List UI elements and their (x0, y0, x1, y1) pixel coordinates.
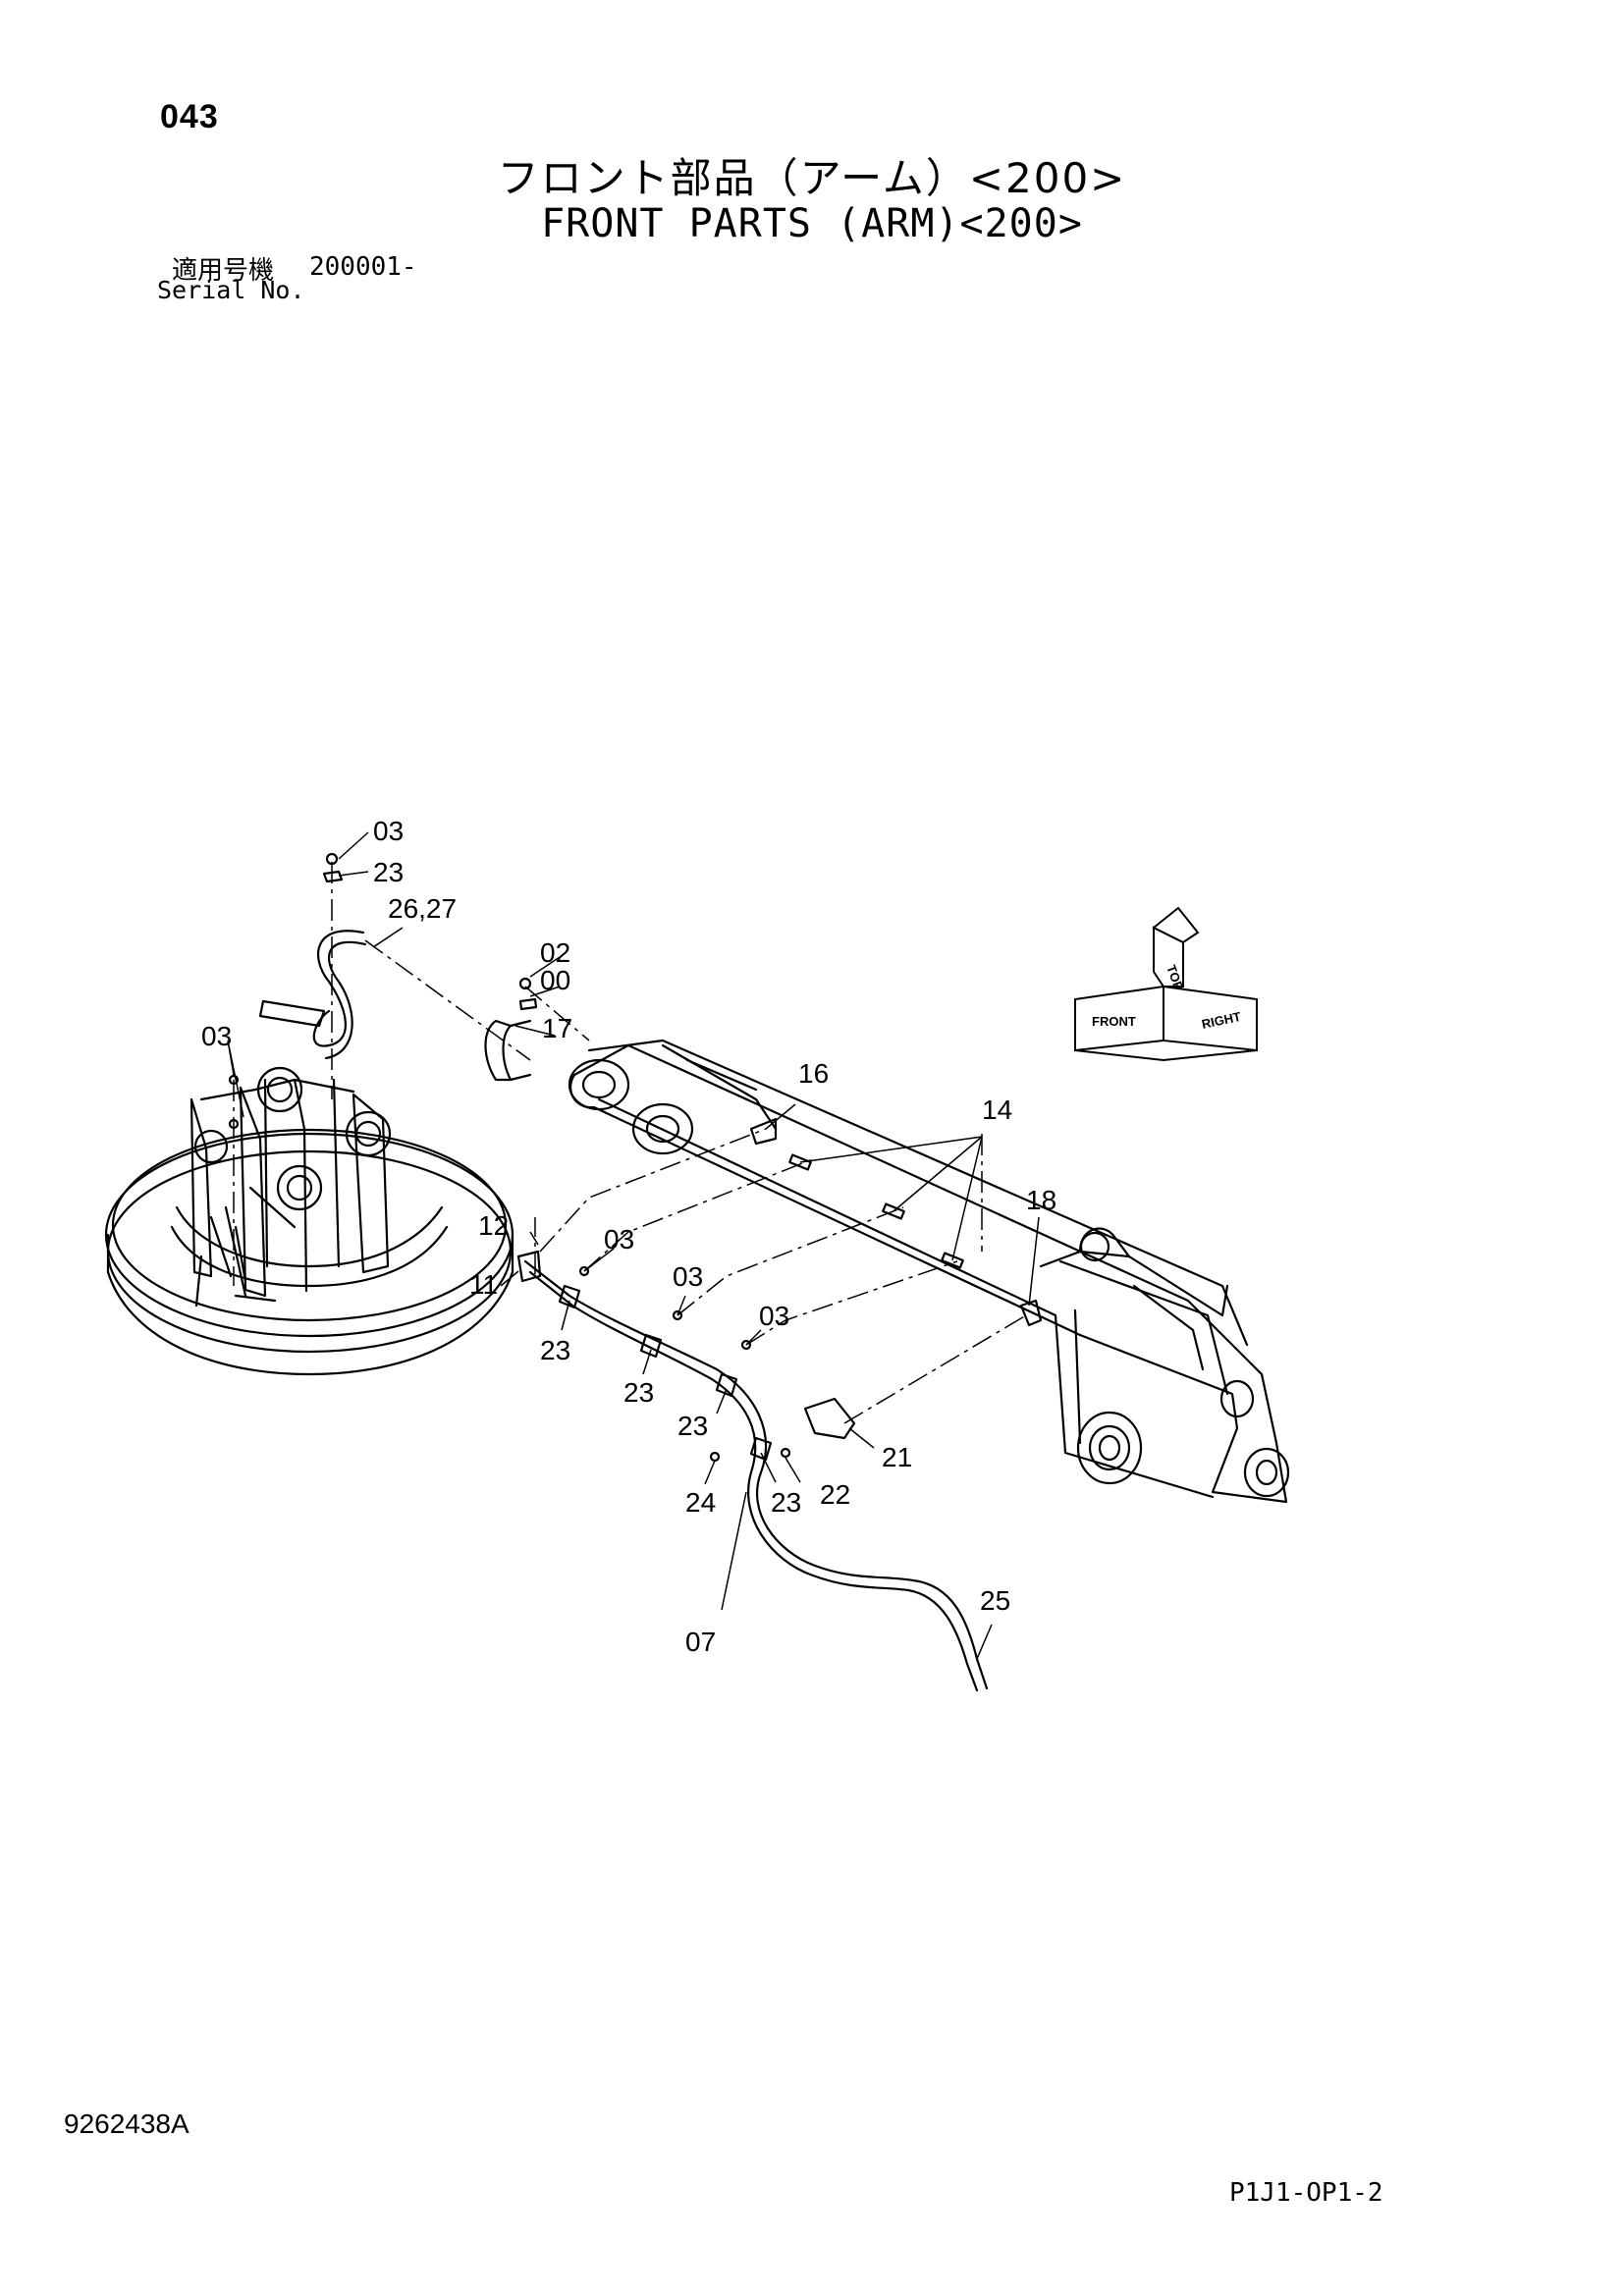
callout-label: 14 (982, 1095, 1012, 1125)
callout-label: 21 (882, 1442, 912, 1472)
callout-label: 23 (677, 1411, 708, 1441)
callout-label: 03 (201, 1021, 232, 1051)
serial-label-japanese: 適用号機 (172, 256, 275, 286)
hose-assembly (228, 852, 989, 1692)
callout-label: 03 (673, 1261, 703, 1292)
callout-label: 12 (478, 1210, 509, 1241)
callout-label: 03 (759, 1301, 789, 1331)
callout-label: 23 (373, 857, 404, 887)
callout-label: 00 (540, 965, 570, 995)
callout-label: 23 (540, 1335, 570, 1365)
document-code: 9262438A (64, 2109, 189, 2139)
callout-label: 07 (685, 1627, 716, 1657)
callout-label: 22 (820, 1479, 850, 1510)
direction-front-label: FRONT (1092, 1014, 1136, 1029)
callout-label: 03 (373, 816, 404, 846)
direction-indicator (1074, 906, 1258, 1062)
leader-lines (227, 831, 1040, 1660)
page-code: P1J1-OP1-2 (1229, 2178, 1383, 2208)
page-number: 043 (160, 98, 219, 135)
callout-label: 11 (469, 1269, 498, 1300)
callout-label: 24 (685, 1487, 716, 1518)
callout-label: 18 (1026, 1185, 1056, 1215)
callout-label: 02 (540, 937, 570, 968)
page-title-english: FRONT PARTS (ARM)<200> (541, 201, 1083, 246)
callout-label: 25 (980, 1585, 1010, 1616)
serial-label-english: Serial No. (157, 276, 305, 304)
callout-label: 03 (604, 1224, 634, 1255)
callout-label: 23 (771, 1487, 801, 1518)
attachment-body (104, 1066, 514, 1376)
assembly-lines (233, 862, 1027, 1424)
callout-label: 17 (542, 1013, 572, 1043)
callout-label: 16 (798, 1058, 829, 1089)
serial-range: 200001- (309, 252, 417, 282)
callout-labels: 03 23 26,27 02 00 17 03 16 14 18 12 11 0… (201, 816, 1056, 1657)
callout-label: 26,27 (388, 893, 457, 924)
arm-body (568, 1039, 1290, 1504)
page-title-japanese: フロント部品（アーム）<200> (497, 154, 1127, 202)
callout-label: 23 (623, 1377, 654, 1408)
